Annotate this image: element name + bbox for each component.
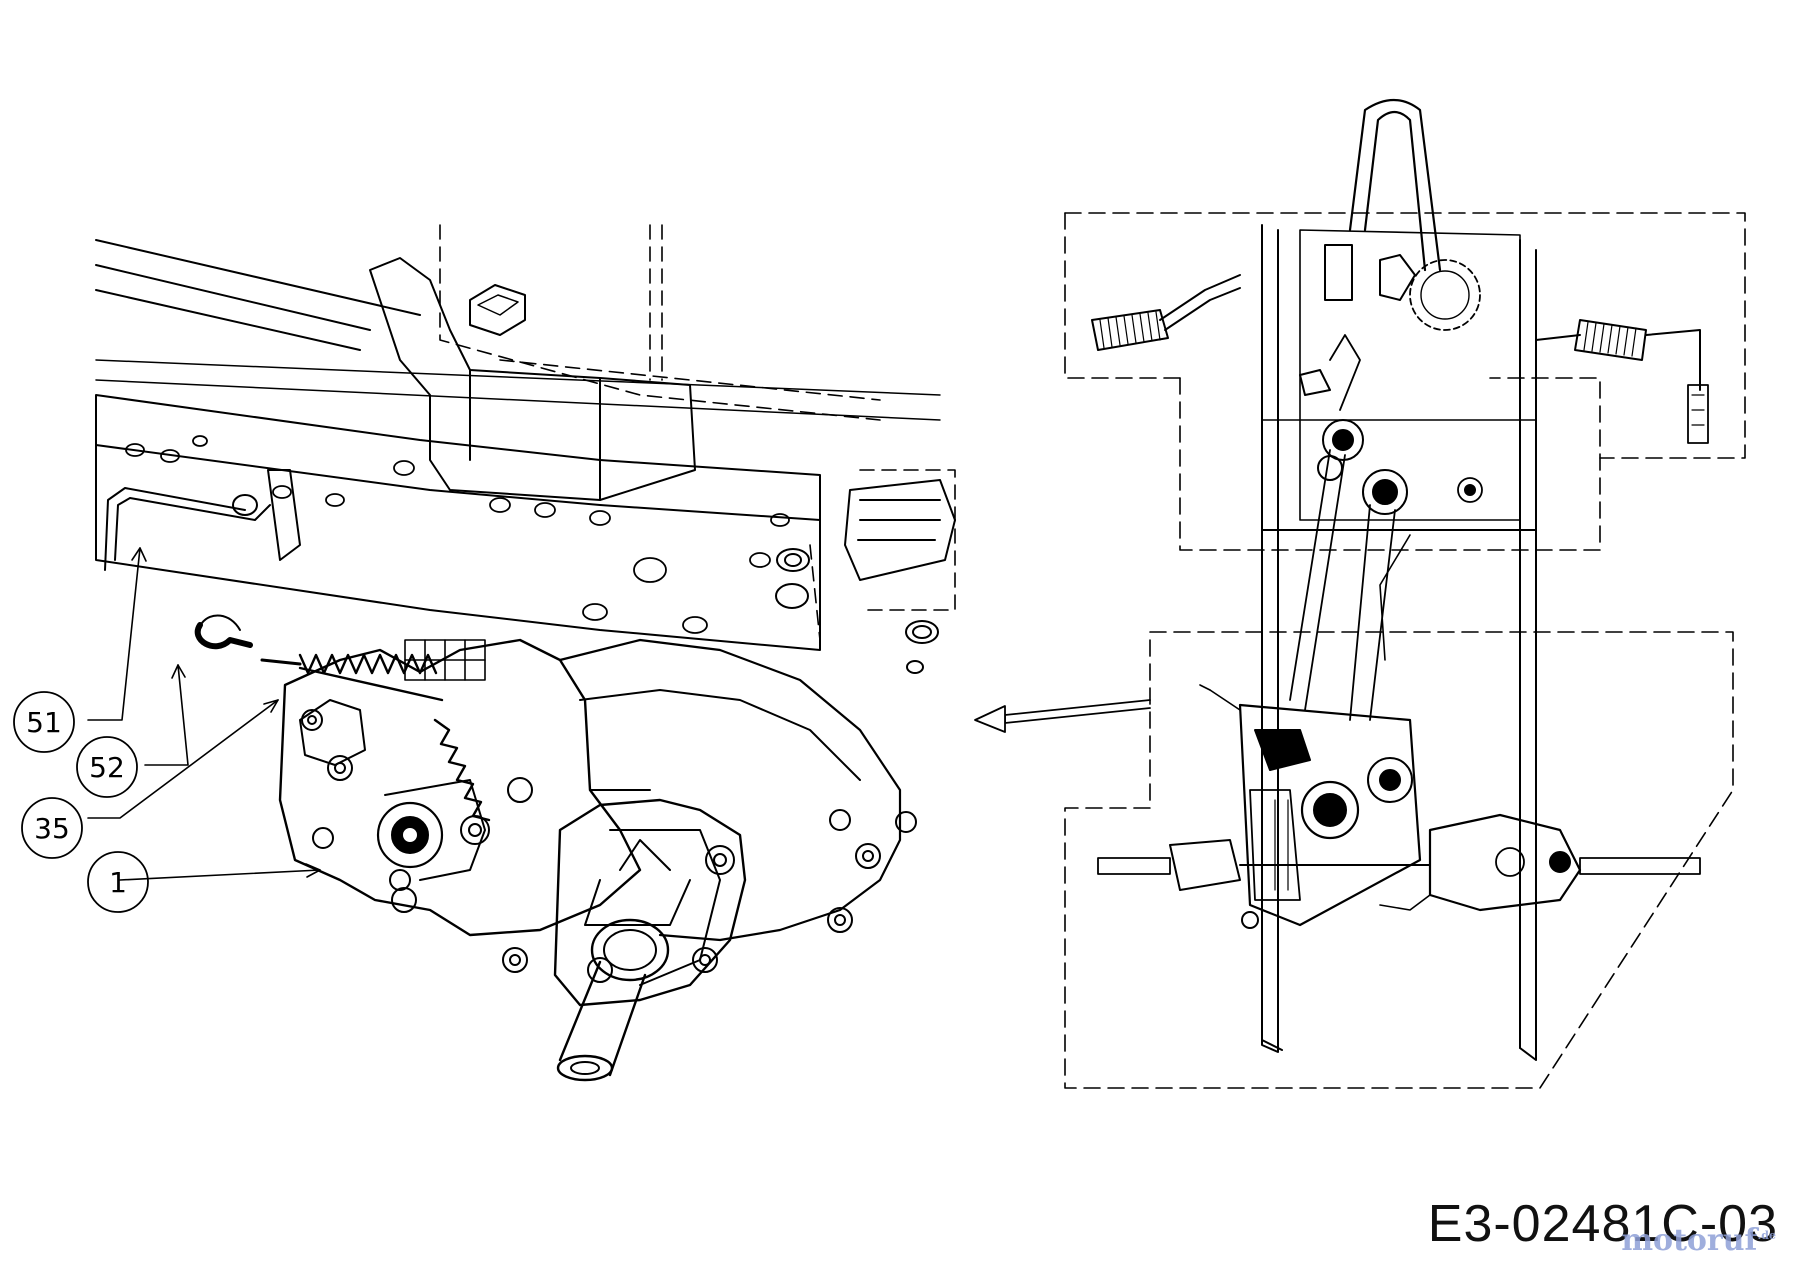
callout-52-label: 52 [89,751,125,784]
right-grip [1535,319,1709,444]
document-code: E3-02481C-03 [1427,1195,1778,1253]
overview-view [1064,98,1746,1089]
callout-balloons: 51 52 35 1 [13,691,149,913]
callout-51[interactable]: 51 [13,691,75,753]
watermark-suffix: .de [1757,1229,1776,1242]
callout-52[interactable]: 52 [76,736,138,798]
detail-view [95,224,956,1082]
callout-51-label: 51 [26,706,62,739]
callout-1[interactable]: 1 [87,851,149,913]
callout-1-label: 1 [109,866,127,899]
view-pointer-arrow [974,699,1151,733]
callout-35-label: 35 [34,812,70,845]
left-grip [1091,274,1241,351]
callout-35[interactable]: 35 [21,797,83,859]
watermark-logo: motoruf.de [1621,1223,1776,1258]
transaxle-cluster [1199,684,1422,927]
spring-coil [298,653,444,702]
watermark-text: motoruf [1621,1223,1758,1258]
callout-leaders [87,547,321,881]
